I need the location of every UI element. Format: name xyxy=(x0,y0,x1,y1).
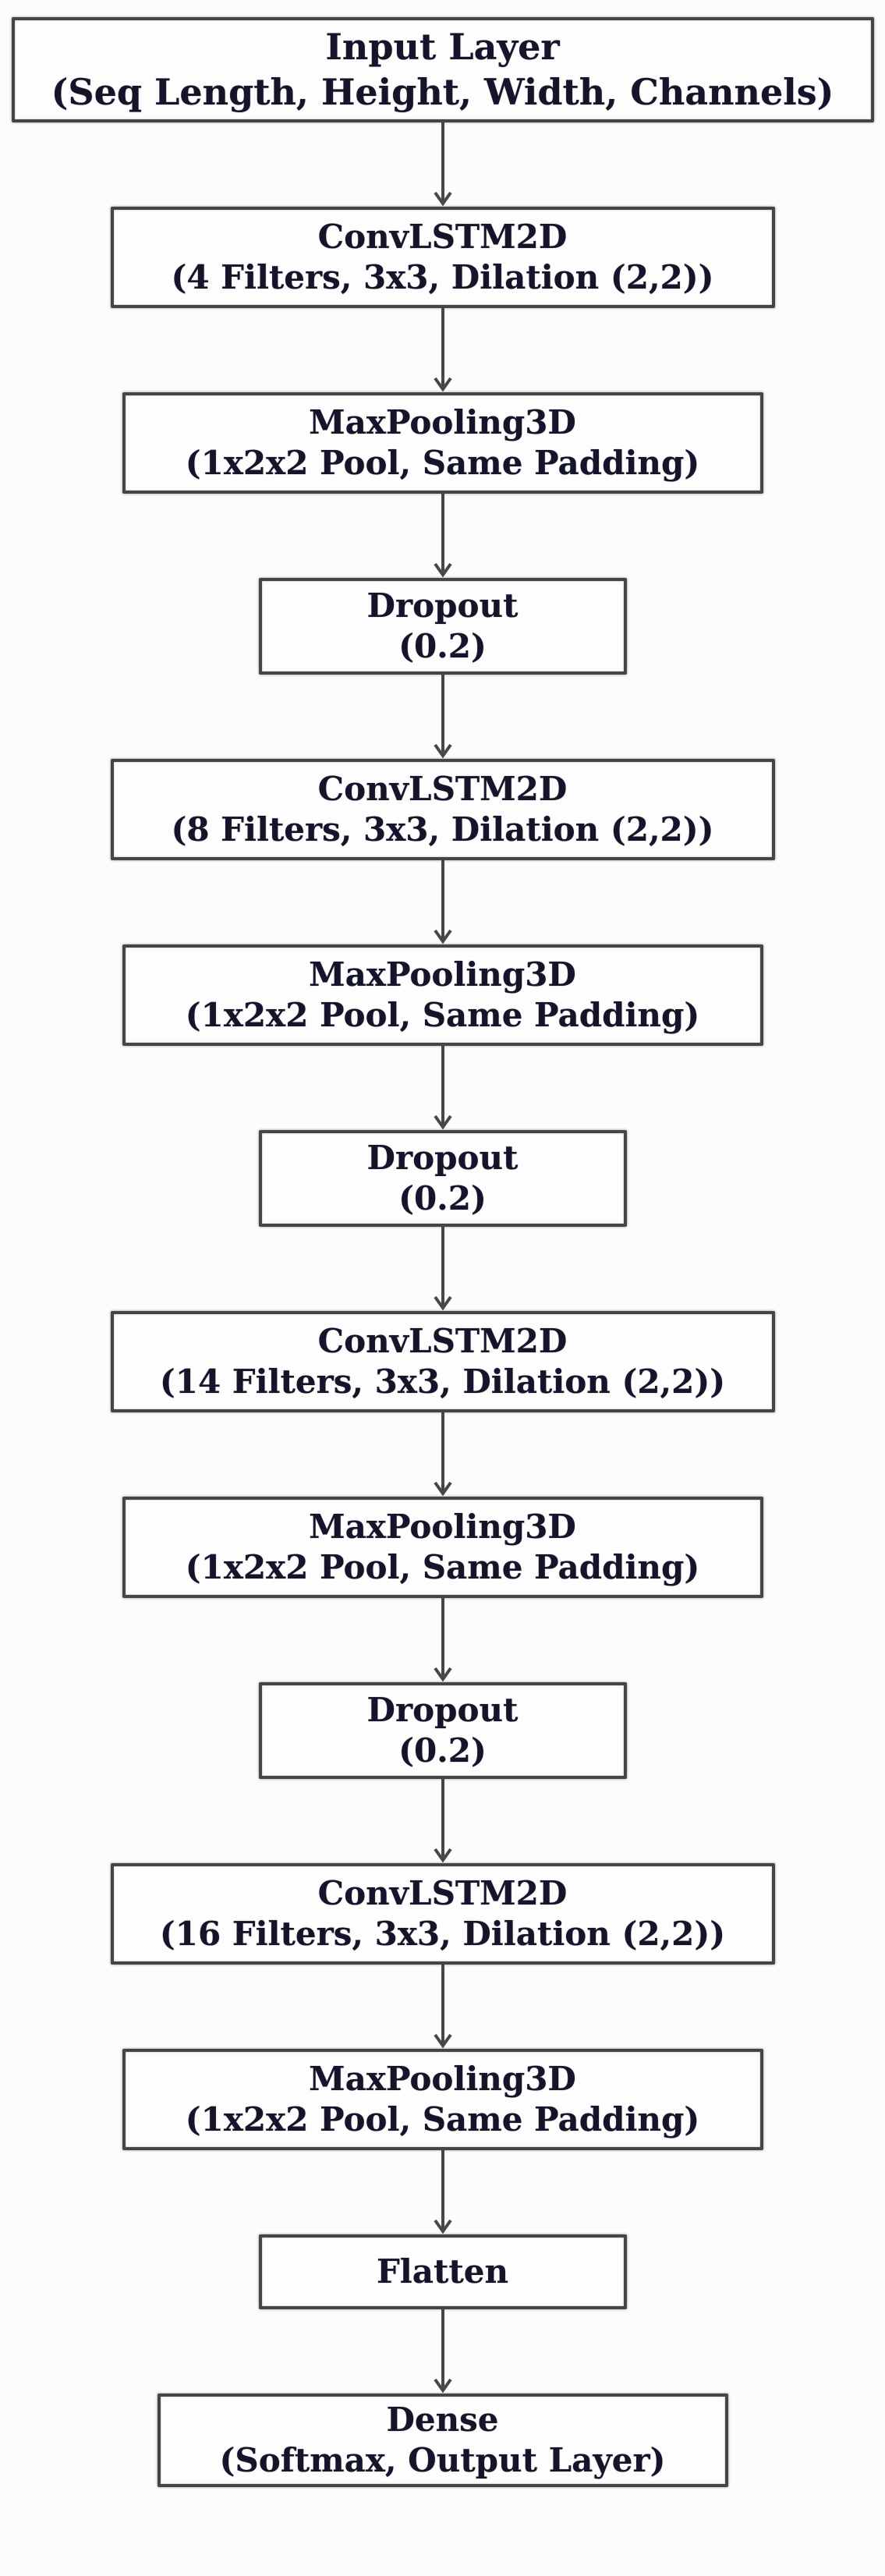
node-convlstm2d-4: ConvLSTM2D (16 Filters, 3x3, Dilation (2… xyxy=(110,1863,775,1965)
node-subtitle: (1x2x2 Pool, Same Padding) xyxy=(185,1548,700,1586)
node-maxpooling3d-3: MaxPooling3D (1x2x2 Pool, Same Padding) xyxy=(122,1497,763,1598)
node-title: Flatten xyxy=(376,2252,509,2291)
node-title: Input Layer xyxy=(325,26,560,69)
arrow-down-icon xyxy=(433,1598,453,1682)
node-subtitle: (0.2) xyxy=(398,1731,487,1770)
node-subtitle: (Softmax, Output Layer) xyxy=(219,2441,666,2479)
node-title: ConvLSTM2D xyxy=(317,1873,568,1912)
node-convlstm2d-1: ConvLSTM2D (4 Filters, 3x3, Dilation (2,… xyxy=(110,207,775,308)
arrow-down-icon xyxy=(433,1412,453,1497)
arrow-down-icon xyxy=(433,122,453,207)
node-title: ConvLSTM2D xyxy=(317,217,568,256)
node-input-layer: Input Layer (Seq Length, Height, Width, … xyxy=(11,17,874,122)
node-subtitle: (1x2x2 Pool, Same Padding) xyxy=(185,444,700,482)
node-flatten: Flatten xyxy=(258,2234,627,2309)
node-maxpooling3d-1: MaxPooling3D (1x2x2 Pool, Same Padding) xyxy=(122,392,763,494)
node-title: Dense xyxy=(386,2400,499,2439)
arrow-down-icon xyxy=(433,1965,453,2049)
node-subtitle: (14 Filters, 3x3, Dilation (2,2)) xyxy=(159,1362,726,1401)
node-title: Dropout xyxy=(366,1690,519,1729)
node-title: Dropout xyxy=(366,586,519,625)
node-subtitle: (16 Filters, 3x3, Dilation (2,2)) xyxy=(159,1915,726,1953)
node-subtitle: (1x2x2 Pool, Same Padding) xyxy=(185,2100,700,2138)
node-subtitle: (Seq Length, Height, Width, Channels) xyxy=(51,70,834,113)
node-title: ConvLSTM2D xyxy=(317,1321,568,1360)
node-title: MaxPooling3D xyxy=(309,402,576,441)
node-maxpooling3d-4: MaxPooling3D (1x2x2 Pool, Same Padding) xyxy=(122,2049,763,2150)
node-subtitle: (0.2) xyxy=(398,1179,487,1217)
node-dropout-3: Dropout (0.2) xyxy=(258,1682,627,1779)
arrow-down-icon xyxy=(433,2309,453,2394)
arrow-down-icon xyxy=(433,675,453,759)
node-dense-output: Dense (Softmax, Output Layer) xyxy=(157,2394,728,2487)
arrow-down-icon xyxy=(433,494,453,578)
node-subtitle: (0.2) xyxy=(398,627,487,665)
node-convlstm2d-3: ConvLSTM2D (14 Filters, 3x3, Dilation (2… xyxy=(110,1311,775,1412)
arrow-down-icon xyxy=(433,860,453,944)
arrow-down-icon xyxy=(433,1046,453,1130)
arrow-down-icon xyxy=(433,1779,453,1863)
node-subtitle: (4 Filters, 3x3, Dilation (2,2)) xyxy=(171,258,714,296)
node-title: Dropout xyxy=(366,1138,519,1177)
node-subtitle: (1x2x2 Pool, Same Padding) xyxy=(185,996,700,1034)
arrow-down-icon xyxy=(433,1227,453,1311)
node-title: MaxPooling3D xyxy=(309,2059,576,2098)
node-maxpooling3d-2: MaxPooling3D (1x2x2 Pool, Same Padding) xyxy=(122,944,763,1046)
node-dropout-2: Dropout (0.2) xyxy=(258,1130,627,1227)
node-subtitle: (8 Filters, 3x3, Dilation (2,2)) xyxy=(171,810,714,849)
node-convlstm2d-2: ConvLSTM2D (8 Filters, 3x3, Dilation (2,… xyxy=(110,759,775,860)
arrow-down-icon xyxy=(433,308,453,392)
node-dropout-1: Dropout (0.2) xyxy=(258,578,627,675)
node-title: MaxPooling3D xyxy=(309,1507,576,1546)
node-title: MaxPooling3D xyxy=(309,955,576,994)
node-title: ConvLSTM2D xyxy=(317,769,568,808)
arrow-down-icon xyxy=(433,2150,453,2234)
